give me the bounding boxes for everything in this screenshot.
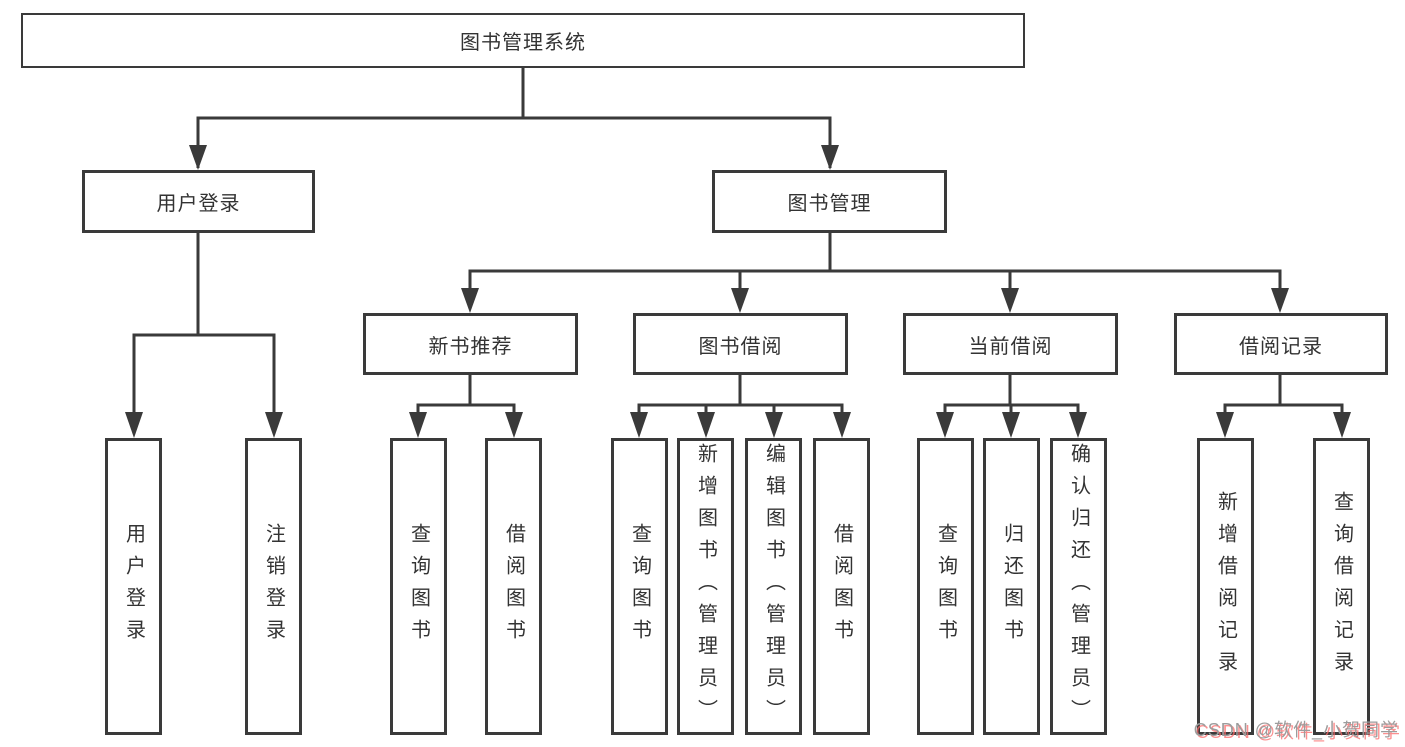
leaf-records-add-record-label: 新增借阅记录 [1214, 490, 1237, 683]
node-root-label: 图书管理系统 [460, 32, 586, 54]
node-new-book-recommend-label: 新书推荐 [428, 335, 513, 358]
leaf-borrow-edit-book-admin: 编辑图书（管理员） [745, 438, 802, 735]
leaf-records-query-record: 查询借阅记录 [1313, 438, 1370, 735]
node-current-borrow: 当前借阅 [903, 313, 1118, 375]
leaf-borrow-query-book-label: 查询图书 [628, 522, 651, 651]
leaf-borrow-borrow-book-label: 借阅图书 [830, 522, 853, 651]
leaf-records-add-record: 新增借阅记录 [1197, 438, 1254, 735]
leaf-current-return-book-label: 归还图书 [1000, 522, 1023, 651]
leaf-newbook-borrow-book-label: 借阅图书 [502, 522, 525, 651]
leaf-newbook-query-book-label: 查询图书 [407, 522, 430, 651]
leaf-borrow-borrow-book: 借阅图书 [813, 438, 870, 735]
node-root-system: 图书管理系统 [21, 13, 1025, 68]
leaf-borrow-add-book-admin-label: 新增图书（管理员） [694, 442, 717, 731]
leaf-borrow-query-book: 查询图书 [611, 438, 668, 735]
node-book-borrow: 图书借阅 [633, 313, 848, 375]
leaf-borrow-edit-book-admin-label: 编辑图书（管理员） [762, 442, 785, 731]
node-book-management: 图书管理 [712, 170, 947, 233]
leaf-user-login-label: 用户登录 [122, 522, 145, 651]
leaf-records-query-record-label: 查询借阅记录 [1330, 490, 1353, 683]
node-borrow-records: 借阅记录 [1174, 313, 1388, 375]
node-borrow-records-label: 借阅记录 [1239, 335, 1323, 358]
node-book-borrow-label: 图书借阅 [698, 335, 783, 358]
leaf-current-query-book: 查询图书 [917, 438, 974, 735]
leaf-current-query-book-label: 查询图书 [934, 522, 957, 651]
node-user-login: 用户登录 [82, 170, 315, 233]
leaf-logout: 注销登录 [245, 438, 302, 735]
leaf-logout-label: 注销登录 [262, 522, 285, 651]
leaf-newbook-borrow-book: 借阅图书 [485, 438, 542, 735]
leaf-current-confirm-return-admin: 确认归还（管理员） [1050, 438, 1107, 735]
node-book-management-label: 图书管理 [787, 193, 872, 215]
node-user-login-label: 用户登录 [156, 193, 241, 215]
node-current-borrow-label: 当前借阅 [968, 335, 1053, 358]
leaf-current-confirm-return-admin-label: 确认归还（管理员） [1067, 442, 1090, 731]
leaf-user-login: 用户登录 [105, 438, 162, 735]
leaf-borrow-add-book-admin: 新增图书（管理员） [677, 438, 734, 735]
node-new-book-recommend: 新书推荐 [363, 313, 578, 375]
csdn-watermark: CSDN @软件_小贺同学 [1193, 720, 1399, 740]
leaf-current-return-book: 归还图书 [983, 438, 1040, 735]
leaf-newbook-query-book: 查询图书 [390, 438, 447, 735]
